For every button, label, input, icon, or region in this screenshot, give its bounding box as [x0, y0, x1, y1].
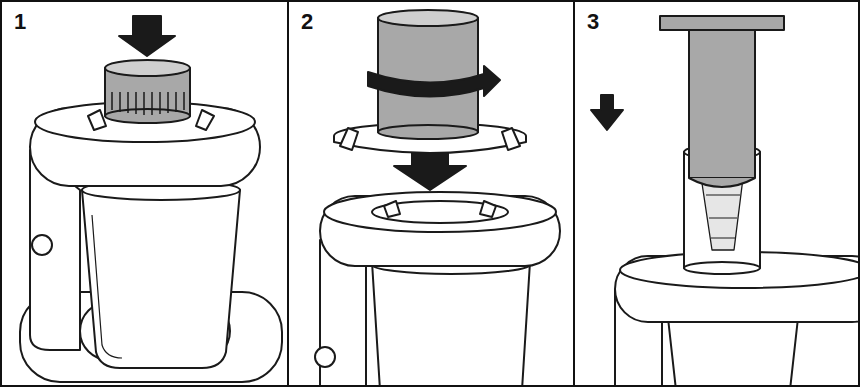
step-number: 1	[14, 10, 26, 34]
step2-figure	[315, 10, 560, 385]
step-panel: 3	[573, 0, 860, 387]
step-number: 2	[301, 10, 313, 34]
step-panel: 1	[0, 0, 289, 387]
step3-figure	[591, 16, 858, 385]
step1-figure	[20, 16, 282, 382]
step-panel: 2	[287, 0, 575, 387]
step-number: 3	[587, 10, 599, 34]
